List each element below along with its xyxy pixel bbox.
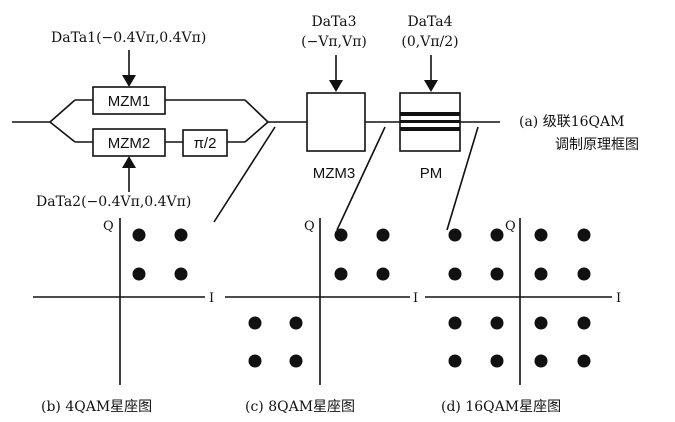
symbol-point — [289, 354, 303, 368]
splitter-lower-arm — [49, 121, 76, 143]
symbol-point — [490, 354, 504, 368]
cascade-chain: MZM3 PM — [268, 92, 500, 182]
constellation-8qam: Q I — [225, 218, 418, 385]
phase-shifter-block — [182, 129, 228, 157]
constellation-16qam: Q I — [425, 218, 621, 385]
data2-arrow-head — [122, 156, 136, 168]
combiner-upper — [244, 99, 269, 123]
pm-label: PM — [420, 165, 443, 182]
iq-modulator: MZM1 MZM2 π/2 — [12, 86, 269, 157]
symbol-point — [334, 228, 348, 242]
q-axis-label: Q — [505, 219, 516, 234]
data2-label: DaTa2(−0.4Vπ,0.4Vπ) — [36, 194, 191, 210]
symbol-point — [490, 267, 504, 281]
symbol-point — [174, 267, 188, 281]
symbol-point — [534, 354, 548, 368]
i-axis-label: I — [413, 291, 418, 306]
data4-label-line1: DaTa4 — [407, 14, 452, 30]
symbol-point — [534, 316, 548, 330]
symbol-point — [577, 228, 591, 242]
symbol-point — [174, 228, 188, 242]
symbol-point — [577, 316, 591, 330]
symbol-point — [376, 228, 390, 242]
symbol-point — [132, 228, 146, 242]
i-axis-label: I — [616, 291, 621, 306]
caption-c: (c) 8QAM星座图 — [245, 399, 355, 415]
leader-to-16qam — [446, 126, 479, 231]
phase-shifter-label: π/2 — [194, 135, 217, 152]
splitter-upper-arm — [49, 99, 76, 123]
data4-arrow-head — [424, 80, 438, 92]
data3-label-line2: (−Vπ,Vπ) — [301, 34, 367, 50]
pm-stripe-2 — [400, 120, 460, 123]
mzm2-label: MZM2 — [108, 135, 151, 152]
caption-a-line1: (a) 级联16QAM — [519, 114, 624, 130]
data3-arrow-head — [329, 80, 343, 92]
symbol-point — [448, 354, 462, 368]
symbol-point — [376, 267, 390, 281]
caption-d: (d) 16QAM星座图 — [441, 399, 561, 415]
combiner-lower — [244, 121, 269, 143]
symbol-point — [448, 316, 462, 330]
caption-b: (b) 4QAM星座图 — [41, 399, 152, 415]
symbol-point — [248, 354, 262, 368]
symbol-point — [534, 228, 548, 242]
data1-arrow-head — [122, 75, 136, 87]
symbol-point — [490, 316, 504, 330]
symbol-point — [248, 316, 262, 330]
data4-label-line2: (0,Vπ/2) — [401, 34, 458, 50]
symbol-point — [132, 267, 146, 281]
symbol-point — [490, 228, 504, 242]
symbol-point — [448, 228, 462, 242]
symbol-point — [448, 267, 462, 281]
q-axis-label: Q — [103, 219, 114, 234]
drive-signals: DaTa1(−0.4Vπ,0.4Vπ) DaTa2(−0.4Vπ,0.4Vπ) … — [36, 14, 459, 210]
pm-stripe-3 — [400, 127, 460, 131]
caption-a-line2: 调制原理框图 — [555, 137, 639, 153]
q-axis-label: Q — [304, 219, 315, 234]
data3-label-line1: DaTa3 — [311, 14, 356, 30]
data1-label: DaTa1(−0.4Vπ,0.4Vπ) — [51, 30, 206, 46]
leader-to-4qam — [213, 126, 276, 223]
symbol-point — [577, 354, 591, 368]
symbol-point — [334, 267, 348, 281]
mzm1-label: MZM1 — [108, 93, 151, 110]
i-axis-label: I — [209, 291, 214, 306]
leader-to-8qam — [336, 126, 386, 231]
symbol-point — [577, 267, 591, 281]
symbol-point — [534, 267, 548, 281]
mzm3-label: MZM3 — [313, 165, 356, 182]
pm-stripe-1 — [400, 112, 460, 116]
mzm3-block — [306, 92, 366, 152]
symbol-point — [289, 316, 303, 330]
constellation-4qam: Q I — [33, 218, 214, 385]
